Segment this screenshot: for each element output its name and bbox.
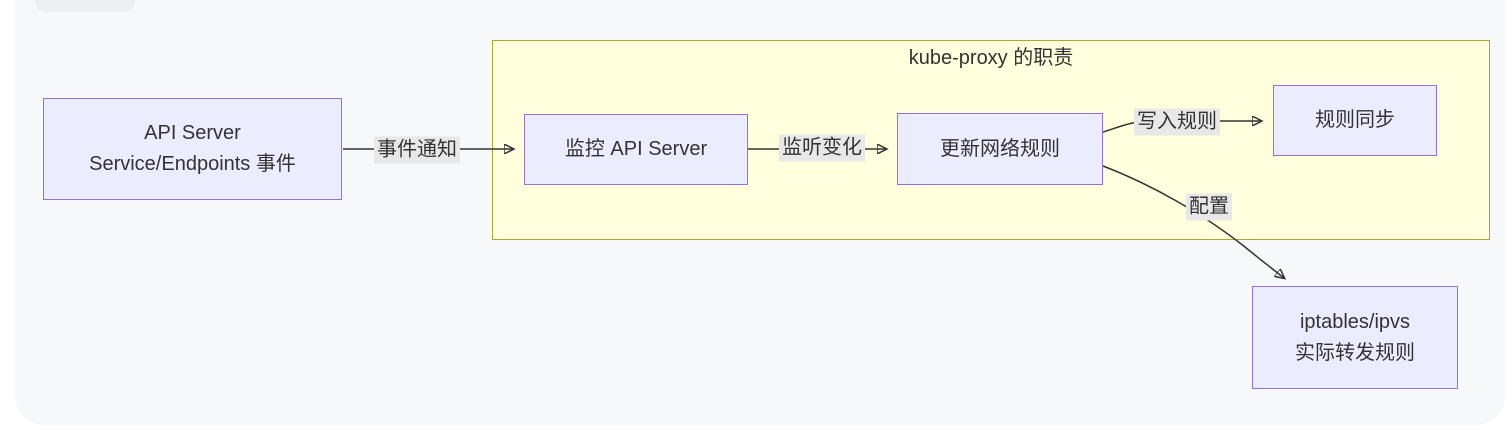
node-text-line: API Server [144, 122, 241, 144]
node-text-line: 监控 API Server [564, 138, 708, 160]
node-rule-sync: 规则同步 [1273, 85, 1437, 156]
node-text-line: 实际转发规则 [1295, 341, 1415, 364]
node-text-line: 更新网络规则 [940, 137, 1060, 160]
node-update-network-rules: 更新网络规则 [897, 113, 1103, 185]
node-text-line: iptables/ipvs [1299, 310, 1411, 333]
node-text-line: Service/Endpoints 事件 [89, 153, 296, 175]
node-iptables-ipvs-rules: iptables/ipvs 实际转发规则 [1252, 286, 1458, 389]
node-watch-api-server: 监控 API Server [524, 114, 748, 185]
cluster-title: kube-proxy 的职责 [908, 47, 1074, 69]
edge-label-configure: 配置 [1186, 193, 1232, 221]
node-text-line: 规则同步 [1315, 109, 1395, 131]
partial-element-top-left [35, 0, 135, 12]
edge-label-listen-changes: 监听变化 [779, 134, 865, 162]
node-api-server-events: API Server Service/Endpoints 事件 [43, 98, 342, 200]
edge-configure-arrow [1102, 165, 1284, 278]
edge-label-event-notify: 事件通知 [374, 136, 460, 164]
edge-label-write-rules: 写入规则 [1134, 108, 1220, 136]
